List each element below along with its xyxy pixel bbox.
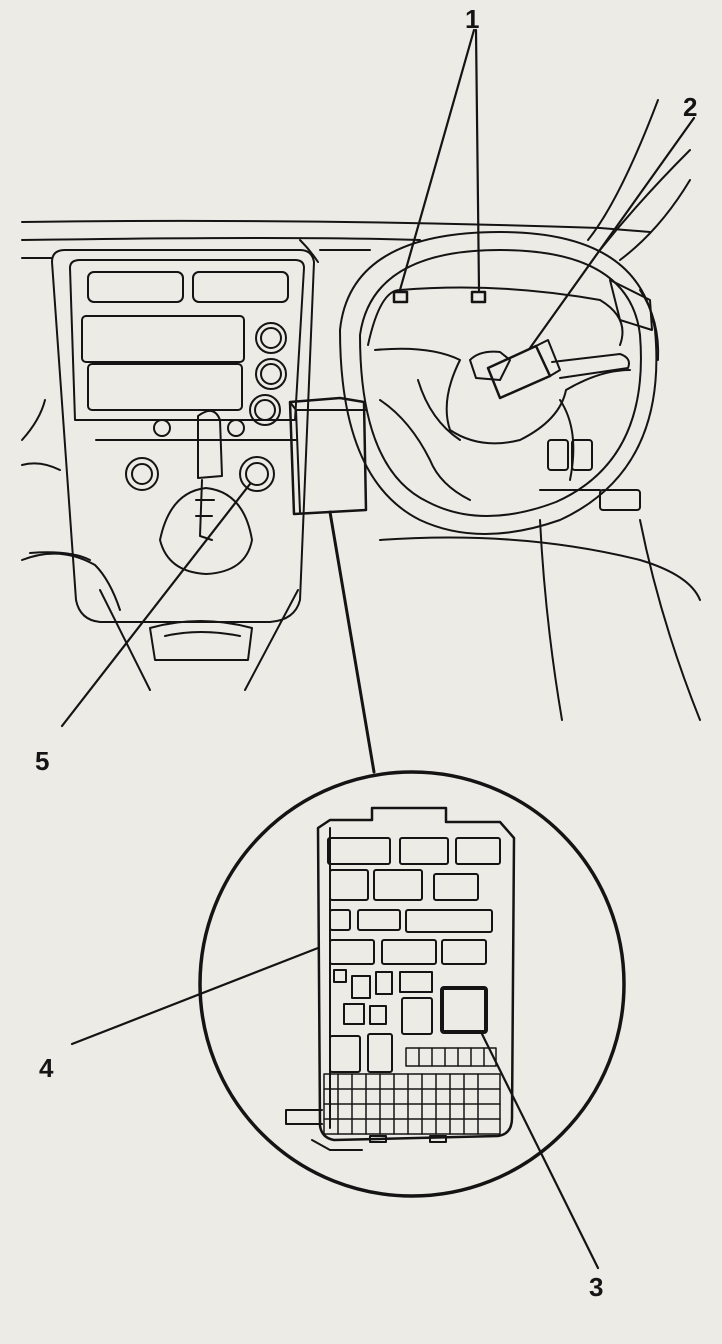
leader-line-zoom bbox=[328, 510, 376, 774]
center-console bbox=[51, 249, 315, 661]
leader-line-1a bbox=[398, 28, 476, 292]
callout-label-3: 3 bbox=[589, 1272, 604, 1302]
leader-line-5 bbox=[60, 482, 252, 728]
callout-label-1: 1 bbox=[465, 4, 480, 34]
leader-line-1b bbox=[474, 28, 481, 292]
fuse-grid bbox=[323, 1047, 501, 1135]
callout-label-2: 2 bbox=[683, 92, 698, 122]
dashboard-outline bbox=[21, 219, 701, 721]
zoom-circle bbox=[198, 770, 626, 1198]
callout-label-5: 5 bbox=[35, 746, 50, 776]
fuse-box-detail bbox=[285, 806, 516, 1151]
callout-label-4: 4 bbox=[39, 1053, 54, 1083]
steering-wheel bbox=[339, 99, 691, 535]
leader-line-2 bbox=[528, 116, 696, 350]
fuse-box-location bbox=[288, 396, 368, 516]
leader-line-4 bbox=[70, 946, 320, 1046]
combination-switch bbox=[486, 339, 630, 400]
